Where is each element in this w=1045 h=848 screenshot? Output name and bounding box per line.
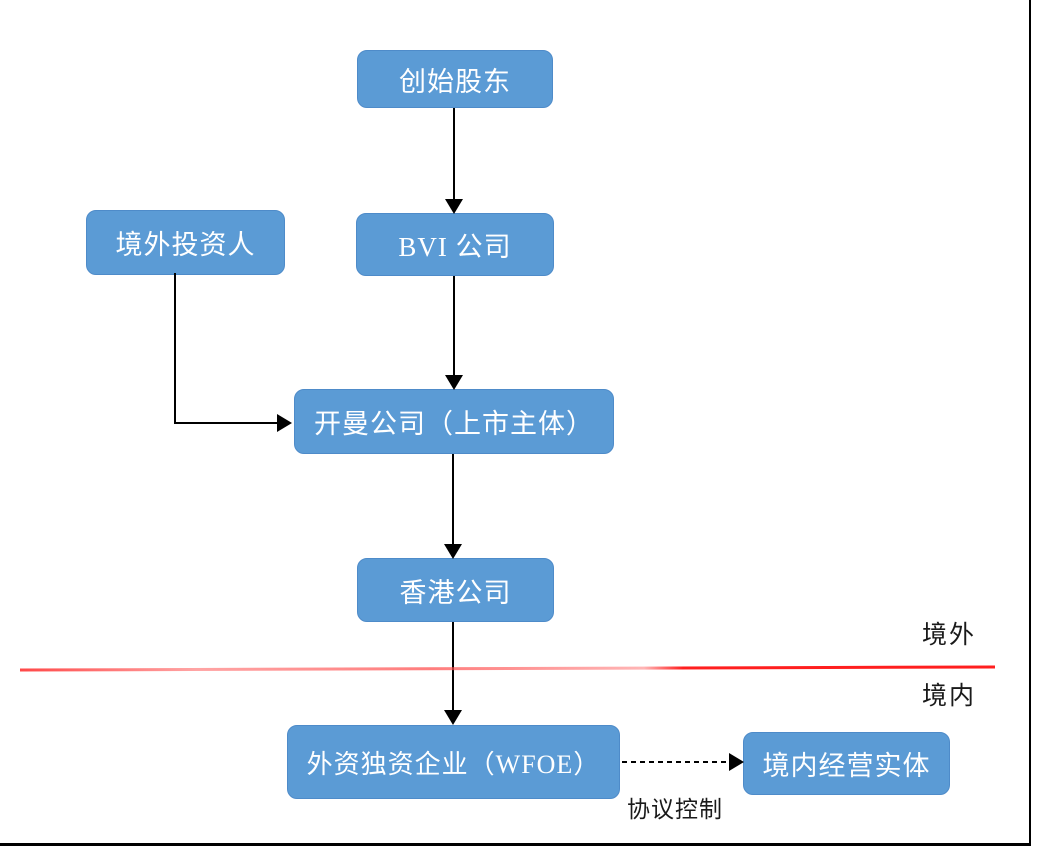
page-frame-right-edge bbox=[1029, 0, 1031, 845]
label-vie-control: 协议控制 bbox=[627, 797, 723, 822]
arrow-cayman-to-hk-head bbox=[444, 544, 462, 559]
arrow-hk-to-wfoe-head bbox=[444, 710, 462, 725]
label-offshore: 境外 bbox=[922, 622, 977, 649]
node-overseas-investors: 境外投资人 bbox=[86, 210, 285, 275]
node-bvi-company: BVI 公司 bbox=[356, 213, 554, 276]
node-hongkong-company: 香港公司 bbox=[357, 558, 554, 622]
node-cayman-company: 开曼公司（上市主体） bbox=[294, 389, 614, 454]
node-founders: 创始股东 bbox=[357, 50, 553, 108]
arrow-bvi-to-cayman-head bbox=[445, 375, 463, 390]
arrow-investors-to-cayman-head bbox=[277, 414, 292, 432]
arrow-investors-to-cayman-vline bbox=[174, 273, 176, 424]
arrow-bvi-to-cayman-line bbox=[453, 276, 455, 376]
node-domestic-entity: 境内经营实体 bbox=[743, 732, 950, 795]
arrow-founders-to-bvi-head bbox=[445, 199, 463, 214]
onshore-offshore-divider-line bbox=[19, 665, 996, 672]
arrow-wfoe-to-domestic-head bbox=[729, 753, 744, 771]
arrow-investors-to-cayman-hline bbox=[174, 422, 278, 424]
arrow-founders-to-bvi-line bbox=[453, 108, 455, 200]
page-frame-bottom-edge bbox=[0, 843, 1031, 846]
arrow-cayman-to-hk-line bbox=[452, 454, 454, 545]
arrow-wfoe-to-domestic-dashline bbox=[622, 761, 730, 763]
label-onshore: 境内 bbox=[922, 683, 977, 710]
node-wfoe: 外资独资企业（WFOE） bbox=[287, 725, 620, 799]
